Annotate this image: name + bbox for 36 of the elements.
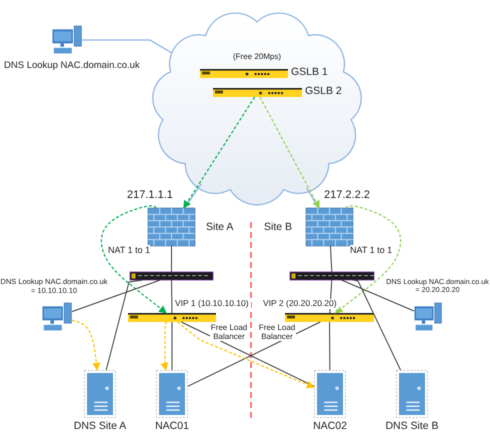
device-label: 217.2.2.2 (324, 189, 371, 202)
connection-line (106, 280, 144, 370)
device-label: NAC01 (154, 420, 190, 432)
site-label: Site B (264, 221, 292, 234)
device-label: VIP 1 (10.10.10.10) (175, 299, 251, 309)
arrow (72, 320, 100, 371)
cloud-label: (Free 20Mps) (232, 52, 282, 62)
connection-line (352, 280, 402, 370)
arrow (100, 205, 167, 314)
device-label: Free Load Balancer (258, 323, 296, 342)
device-label: 217.1.1.1 (127, 189, 174, 202)
device-label: GSLB 1 (291, 66, 329, 78)
connection-line (184, 184, 202, 208)
arrow (334, 205, 402, 314)
site-label: Site A (206, 221, 234, 234)
device-label: NAC02 (312, 420, 348, 432)
connection-line (329, 322, 330, 370)
connection-line (306, 188, 319, 208)
arrow (183, 96, 256, 209)
arrow (259, 96, 320, 209)
device-label: VIP 2 (20.20.20.20) (263, 299, 339, 309)
edge-label: NAT 1 to 1 (350, 245, 392, 256)
device-label: GSLB 2 (305, 85, 343, 98)
connection-line (171, 246, 172, 272)
connection-line (72, 280, 161, 312)
device-label: Free Load Balancer (210, 323, 248, 342)
device-label: DNS Site B (384, 420, 440, 432)
device-label: DNS Site A (72, 420, 128, 432)
connection-line (82, 39, 173, 54)
arrow (160, 322, 168, 371)
edge-label: NAT 1 to 1 (108, 245, 150, 256)
connection-line (340, 280, 414, 312)
device-label: DNS Lookup NAC.domain.co.uk (4, 61, 141, 72)
connection-line (171, 280, 172, 314)
connection-line (329, 280, 332, 314)
connection-line (330, 246, 332, 272)
